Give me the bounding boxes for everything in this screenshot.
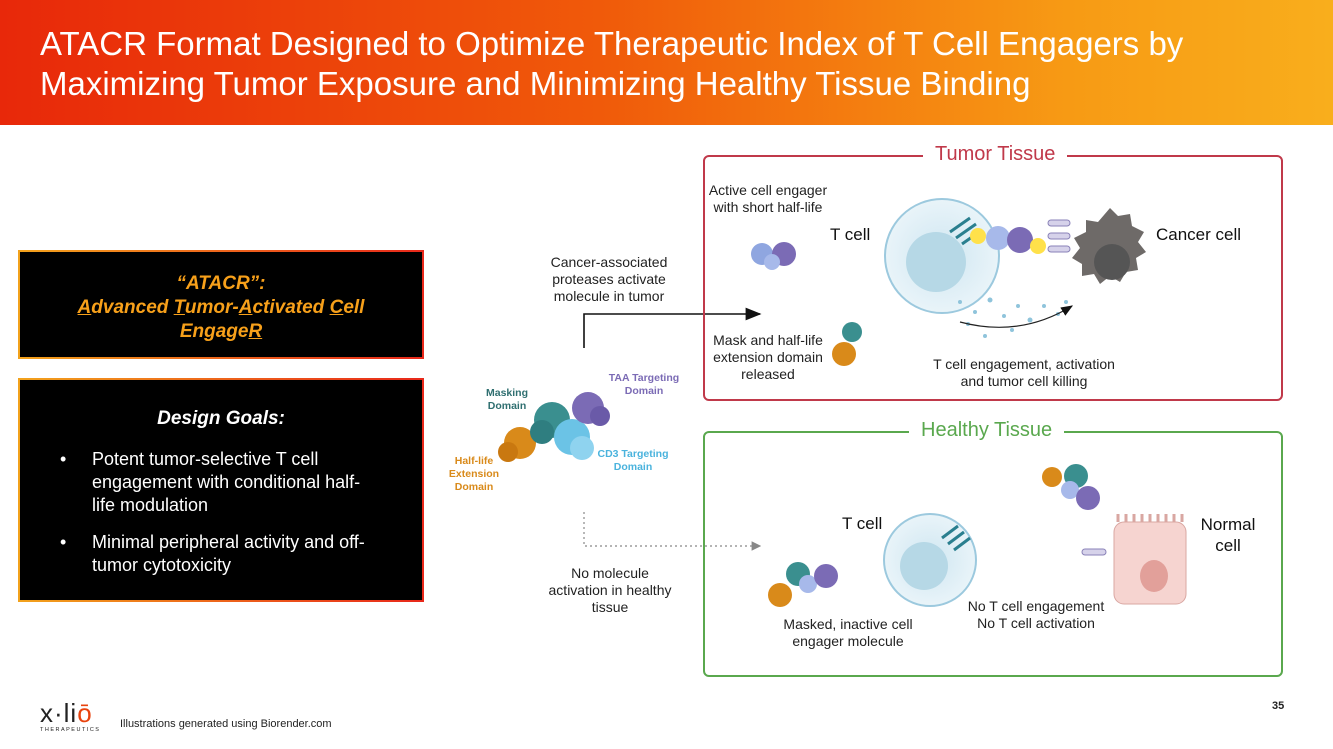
tumor-engager-bound <box>970 226 1046 254</box>
released-mask-illustration <box>832 322 862 366</box>
masked-engager-illustration <box>768 562 838 607</box>
killing-arrow <box>959 305 1074 328</box>
no-engagement-caption: No T cell engagement No T cell activatio… <box>967 598 1105 631</box>
healthy-floating-molecule <box>1042 464 1100 510</box>
no-activation-caption: No molecule activation in healthy tissue <box>548 565 672 615</box>
proteases-caption: Cancer-associated proteases activate mol… <box>550 254 668 304</box>
healthy-tcell-illustration <box>883 513 977 607</box>
title-line-2: Maximizing Tumor Exposure and Minimizing… <box>40 65 1031 102</box>
design-goals-box: Design Goals: Potent tumor-selective T c… <box>18 378 424 602</box>
title-line-1: ATACR Format Designed to Optimize Therap… <box>40 25 1184 62</box>
active-engager-caption: Active cell engager with short half-life <box>708 182 828 215</box>
atacr-heading: “ATACR”: <box>176 273 266 294</box>
healthy-tissue-label: Healthy Tissue <box>909 419 1065 442</box>
cd3-domain-label: CD3 Targeting Domain <box>597 448 669 473</box>
normal-cell-label: Normal cell <box>1200 515 1256 555</box>
atacr-molecule-illustration <box>498 392 610 462</box>
design-goals-list: Potent tumor-selective T cell engagement… <box>20 448 422 577</box>
header-bar: ATACR Format Designed to Optimize Therap… <box>0 0 1333 125</box>
design-goals-title: Design Goals: <box>157 408 285 429</box>
engagement-caption: T cell engagement, activation and tumor … <box>933 356 1115 389</box>
slide-title: ATACR Format Designed to Optimize Therap… <box>40 24 1300 104</box>
mask-released-caption: Mask and half-life extension domain rele… <box>713 332 823 382</box>
no-activation-arrow <box>583 512 762 551</box>
granule-dots <box>958 297 1068 338</box>
tumor-tcell-label: T cell <box>830 225 871 244</box>
cancer-cell-illustration <box>1072 208 1146 284</box>
xilio-logo: x·liō THERAPEUTICS <box>40 700 100 733</box>
taa-domain-label: TAA Targeting Domain <box>608 372 680 397</box>
active-engager-illustration <box>751 242 796 270</box>
list-item: Potent tumor-selective T cell engagement… <box>60 448 382 517</box>
logo-wordmark: x·liō <box>40 698 93 728</box>
cancer-cell-label: Cancer cell <box>1156 225 1242 244</box>
healthy-tcell-label: T cell <box>842 514 883 533</box>
atacr-expansion-2: EngageR <box>179 321 263 342</box>
tumor-tcell-illustration <box>884 198 1000 314</box>
receptor-pills <box>1047 219 1071 253</box>
logo-subtitle: THERAPEUTICS <box>40 727 101 733</box>
tumor-tissue-panel: Tumor Tissue <box>703 143 1283 401</box>
page-number: 35 <box>1272 700 1285 712</box>
atacr-definition-box: “ATACR”: Advanced Tumor-Activated Cell E… <box>18 250 424 359</box>
list-item: Minimal peripheral activity and off-tumo… <box>60 531 382 577</box>
atacr-expansion: Advanced Tumor-Activated Cell <box>77 297 365 318</box>
masking-domain-label: Masking Domain <box>485 387 528 412</box>
halflife-domain-label: Half-life Extension Domain <box>448 455 500 493</box>
masked-engager-caption: Masked, inactive cell engager molecule <box>783 616 913 649</box>
tumor-tissue-label: Tumor Tissue <box>923 143 1068 166</box>
healthy-tissue-panel: Healthy Tissue <box>703 419 1283 677</box>
biorender-credit: Illustrations generated using Biorender.… <box>120 718 332 730</box>
activation-arrow <box>583 307 762 348</box>
normal-cell-illustration <box>1081 514 1187 605</box>
